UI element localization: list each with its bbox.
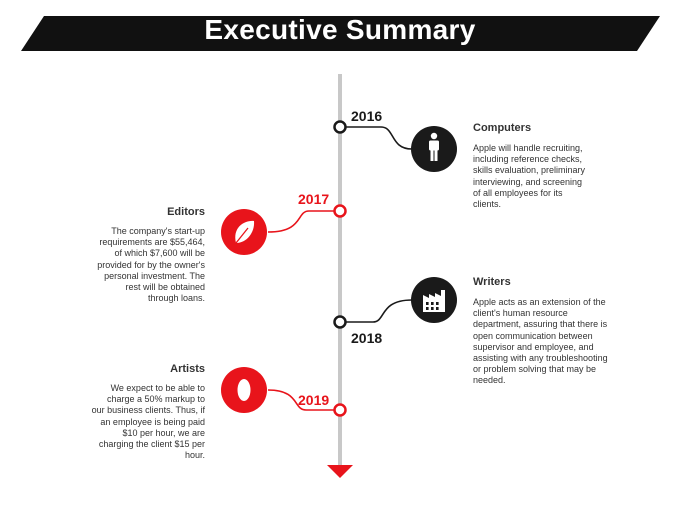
connector-2016 [340, 126, 413, 150]
title-banner [21, 16, 660, 51]
timeline-node-2019 [333, 403, 347, 417]
milestone-text-writers: Apple acts as an extension of the client… [473, 297, 608, 386]
milestone-text-computers: Apple will handle recruiting, including … [473, 143, 586, 210]
milestone-heading-computers: Computers [473, 122, 532, 134]
connector-2019 [267, 389, 340, 411]
year-label-2019: 2019 [298, 392, 330, 408]
year-label-2018: 2018 [351, 330, 383, 346]
person-icon [411, 126, 457, 172]
milestone-heading-writers: Writers [473, 276, 511, 288]
timeline-node-2017 [333, 204, 347, 218]
page-title: Executive Summary [204, 14, 476, 45]
leaf-icon [221, 209, 267, 255]
factory-icon [411, 277, 457, 323]
timeline-node-2018 [333, 315, 347, 329]
connector-2017 [267, 210, 340, 233]
year-label-2016: 2016 [351, 108, 383, 124]
milestone-text-artists: We expect to be able to charge a 50% mar… [91, 383, 205, 461]
year-label-2017: 2017 [298, 191, 330, 207]
ring-icon [221, 367, 267, 413]
connector-2018 [340, 299, 413, 323]
timeline-node-2016 [333, 120, 347, 134]
milestone-text-editors: The company's start-up requirements are … [97, 226, 205, 304]
timeline-arrow [327, 465, 353, 478]
milestone-heading-editors: Editors [167, 206, 205, 218]
milestone-heading-artists: Artists [170, 363, 205, 375]
